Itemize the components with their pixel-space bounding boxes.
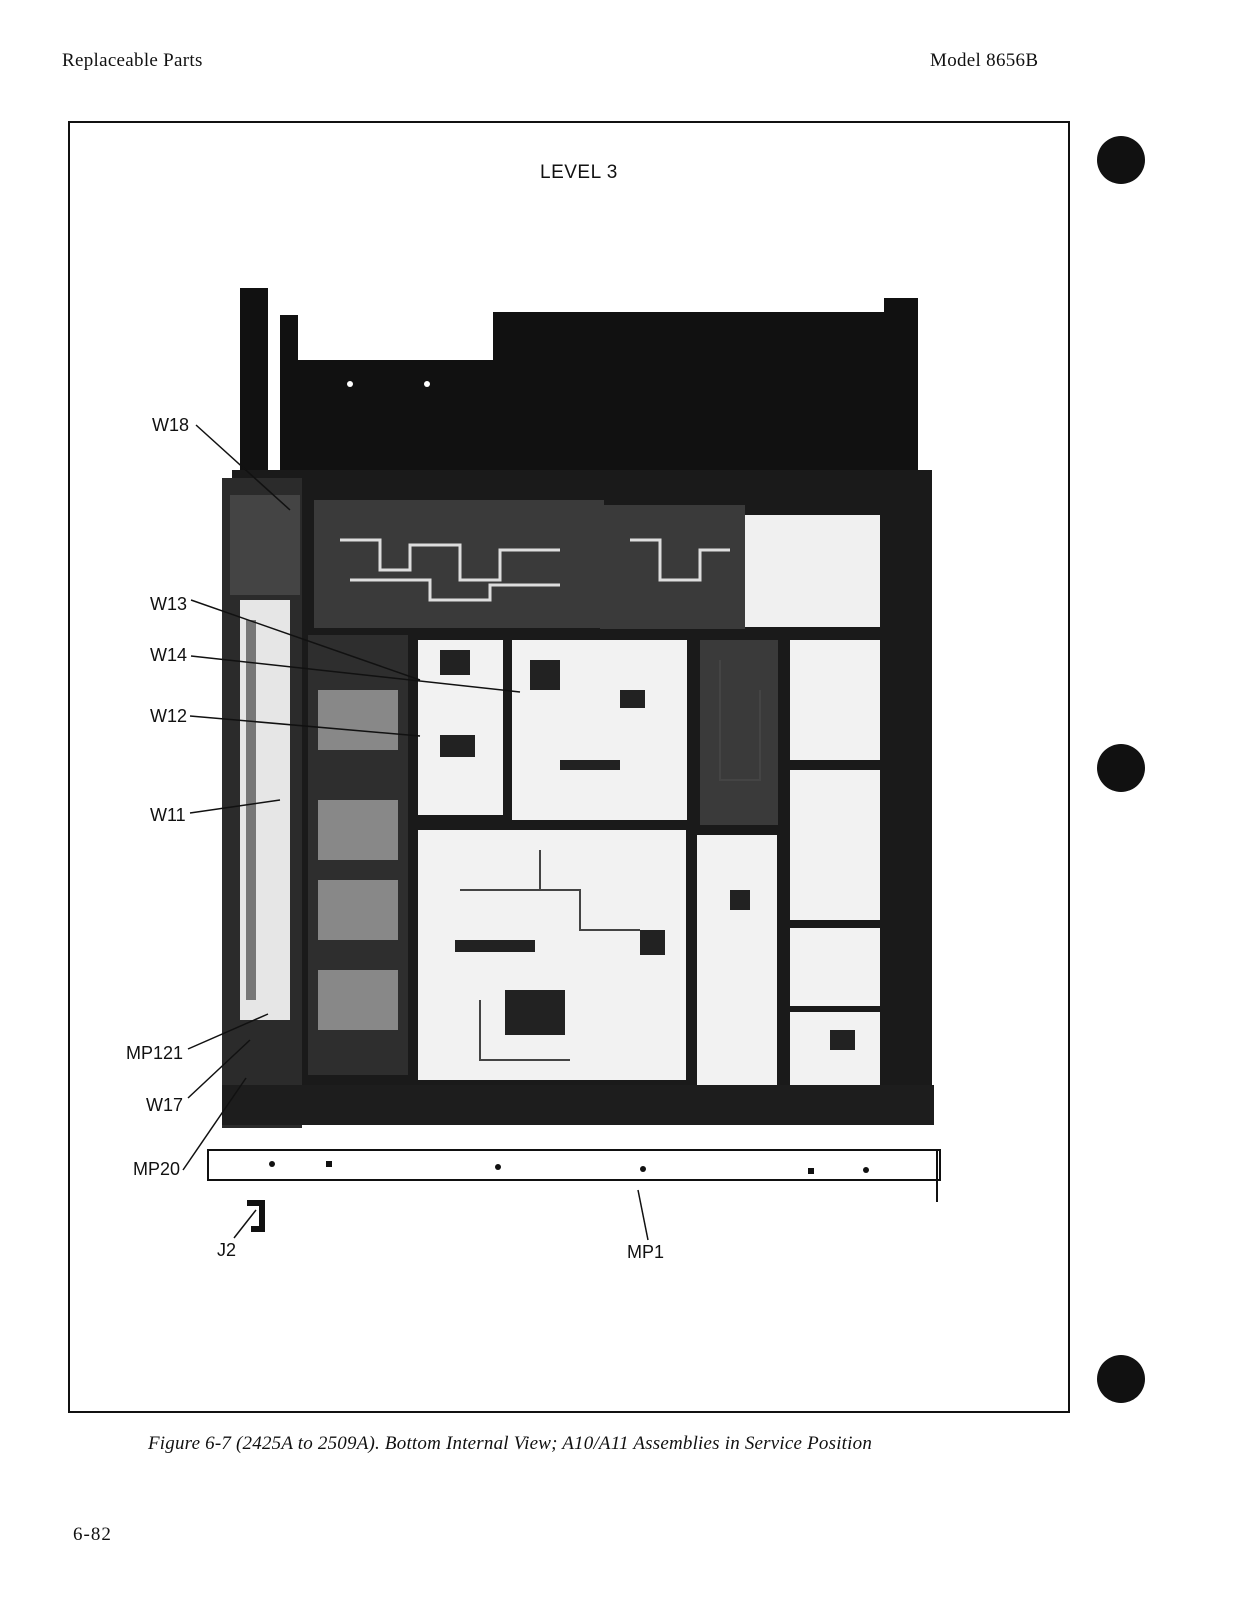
model-number: Model 8656B [930,50,1039,71]
callout-mp121: MP121 [126,1043,184,1063]
binder-hole-marker [1097,136,1145,184]
page-number: 6-82 [73,1524,112,1545]
binder-hole-marker [1097,1355,1145,1403]
callout-w17: W17 [146,1095,184,1115]
section-title: Replaceable Parts [62,50,203,71]
callout-mp20: MP20 [133,1159,181,1179]
figure-level-label: LEVEL 3 [540,162,618,183]
callout-w13: W13 [150,594,188,614]
figure-caption: Figure 6-7 (2425A to 2509A). Bottom Inte… [148,1433,873,1454]
callout-w14: W14 [150,645,188,665]
callout-w18: W18 [152,415,190,435]
callout-j2: J2 [217,1240,237,1260]
binder-hole-marker [1097,744,1145,792]
callout-mp1: MP1 [627,1242,665,1262]
figure-frame [68,121,1070,1413]
callout-w12: W12 [150,706,188,726]
callout-w11: W11 [150,805,186,825]
